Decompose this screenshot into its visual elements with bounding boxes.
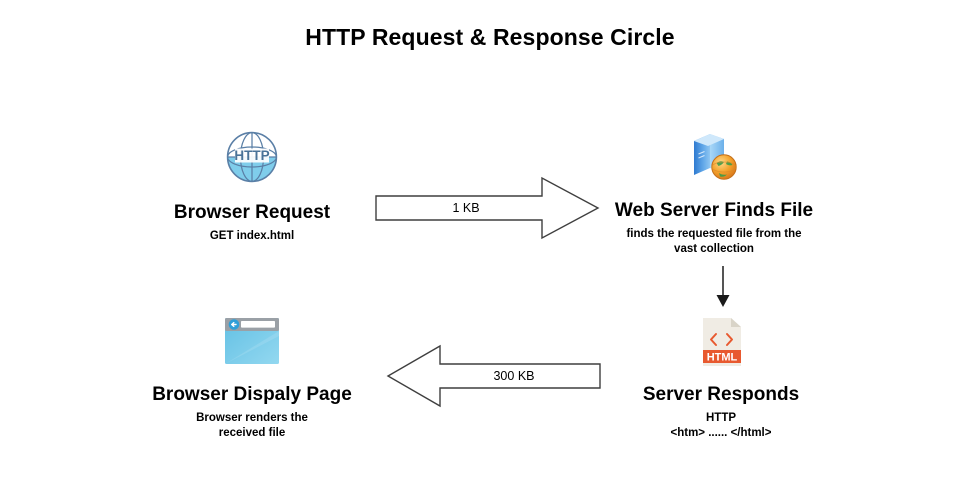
http-globe-icon: HTTP: [226, 131, 278, 183]
browser-display-title: Browser Dispaly Page: [152, 384, 352, 405]
arrow-response-label: 300 KB: [493, 369, 534, 383]
node-server-responds: HTML Server Responds HTTP <htm> ...... <…: [596, 316, 846, 442]
page-title: HTTP Request & Response Circle: [305, 24, 675, 50]
web-server-title: Web Server Finds File: [614, 200, 814, 221]
server-responds-title: Server Responds: [642, 384, 800, 405]
web-server-subtitle: finds the requested file from the vast c…: [586, 227, 842, 258]
browser-display-sub-line-1: Browser renders the: [196, 411, 308, 424]
arrow-request-label: 1 KB: [452, 201, 479, 215]
web-server-sub-line-1: finds the requested file from the: [626, 227, 802, 240]
node-web-server: Web Server Finds File finds the requeste…: [586, 128, 842, 258]
arrow-response: 300 KB: [386, 344, 601, 408]
arrow-process-head: [716, 295, 730, 307]
server-responds-sub-line-2: <htm> ...... </html>: [670, 427, 772, 440]
html-file-icon-label: HTML: [707, 351, 738, 363]
server-responds-subtitle: HTTP <htm> ...... </html>: [596, 411, 846, 442]
browser-request-sub-line-1: GET index.html: [209, 229, 295, 242]
arrow-request: 1 KB: [375, 176, 600, 240]
browser-window-icon: [225, 318, 279, 364]
arrow-request-shape: [375, 176, 600, 240]
browser-request-subtitle: GET index.html: [126, 229, 378, 245]
arrow-response-shape: [386, 344, 601, 408]
browser-display-subtitle: Browser renders the received file: [124, 411, 380, 442]
browser-request-title: Browser Request: [173, 202, 331, 223]
node-browser-request: HTTP Browser Request GET index.html: [126, 128, 378, 244]
browser-display-sub-line-2: received file: [218, 427, 286, 440]
html-file-icon: HTML: [703, 318, 741, 366]
http-globe-icon-label: HTTP: [234, 148, 269, 163]
web-server-sub-line-2: vast collection: [674, 243, 754, 256]
node-browser-display: Browser Dispaly Page Browser renders the…: [124, 314, 380, 442]
web-server-icon: [694, 134, 737, 180]
server-responds-sub-line-1: HTTP: [705, 411, 737, 424]
arrow-process: [716, 266, 730, 307]
